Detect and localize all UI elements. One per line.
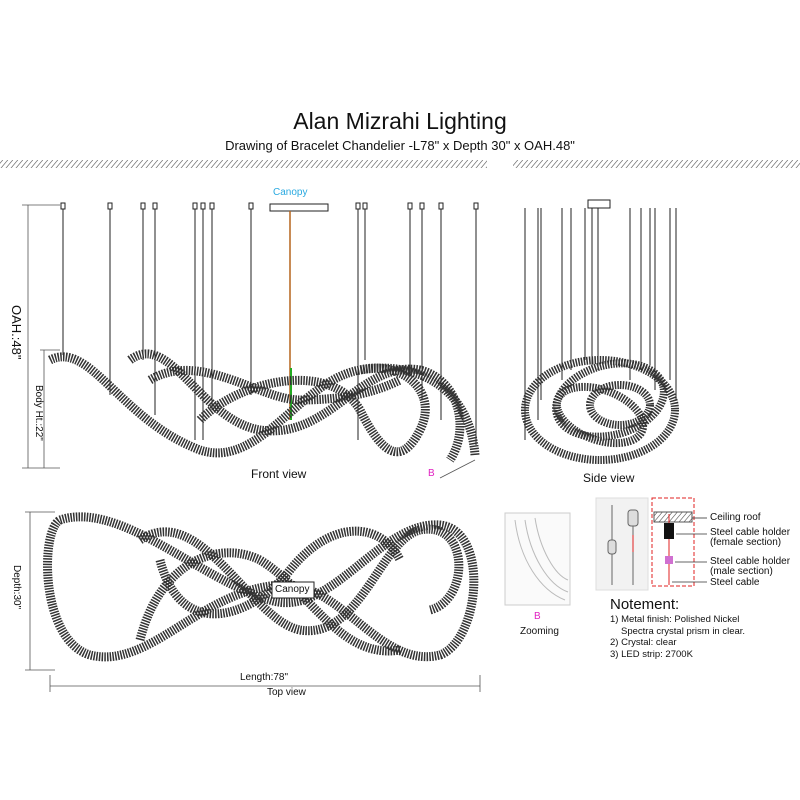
front-view-label: Front view xyxy=(251,467,307,481)
front-suspension-wires xyxy=(62,208,477,445)
notes-list: 1) Metal finish: Polished Nickel Spectra… xyxy=(610,614,745,660)
callout-female-line1: Steel cable holder xyxy=(710,527,791,538)
front-cable-holders xyxy=(60,202,479,210)
front-bracelet-loops xyxy=(47,349,480,463)
note-item: 1) Metal finish: Polished Nickel xyxy=(610,614,740,625)
length-dimension-label: Length:78" xyxy=(240,672,289,683)
front-dimension-lines xyxy=(22,204,476,479)
front-canopy xyxy=(269,203,329,212)
zoom-detail-frame xyxy=(504,512,571,606)
note-item: Spectra crystal prism in clear. xyxy=(621,625,746,637)
zoom-marker-b: B xyxy=(534,611,541,622)
callout-male-line2: (male section) xyxy=(710,566,773,577)
top-canopy-label: Canopy xyxy=(275,584,310,595)
mounting-photo-panel xyxy=(595,497,649,591)
note-item: 2) Crystal: clear xyxy=(610,637,677,648)
side-suspension-wires xyxy=(524,208,677,440)
drawing-subtitle: Drawing of Bracelet Chandelier -L78" x D… xyxy=(225,138,575,153)
mounting-detail-box xyxy=(651,497,695,587)
callout-leaders xyxy=(672,517,707,583)
ceiling-roof-section xyxy=(653,511,693,523)
side-canopy xyxy=(587,199,611,209)
top-view-label: Top view xyxy=(267,687,306,698)
mounting-photo-hardware xyxy=(607,505,639,585)
callout-female-line2: (female section) xyxy=(710,537,782,548)
notes-heading: Notement: xyxy=(610,596,680,613)
top-canopy xyxy=(271,581,315,599)
depth-dimension-label: Depth:30" xyxy=(11,565,22,610)
top-bracelet-loops xyxy=(43,512,479,662)
ceiling-hatch-front xyxy=(0,160,487,168)
zoom-detail-crystals xyxy=(514,517,569,601)
note-item: 3) LED strip: 2700K xyxy=(610,648,693,660)
female-holder xyxy=(664,523,674,539)
ceiling-hatch-side xyxy=(513,160,800,168)
side-view-label: Side view xyxy=(583,471,635,485)
callout-ceiling-roof: Ceiling roof xyxy=(710,512,761,523)
callout-steel-cable: Steel cable xyxy=(710,577,760,588)
side-bracelet-loops xyxy=(521,356,679,464)
oah-dimension-label: OAH.:48" xyxy=(9,305,24,360)
zoom-label: Zooming xyxy=(520,626,559,637)
body-height-label: Body Ht.:22" xyxy=(33,385,44,441)
detail-marker-b: B xyxy=(428,468,435,479)
top-dimension-lines xyxy=(25,511,481,692)
male-holder xyxy=(665,556,673,564)
front-canopy-label: Canopy xyxy=(273,187,308,198)
drawing-title: Alan Mizrahi Lighting xyxy=(293,108,507,134)
callout-male-line1: Steel cable holder xyxy=(710,556,791,567)
callout-female-holder: Steel cable holder(female section) xyxy=(710,528,790,548)
callout-male-holder: Steel cable holder(male section) xyxy=(710,557,790,577)
